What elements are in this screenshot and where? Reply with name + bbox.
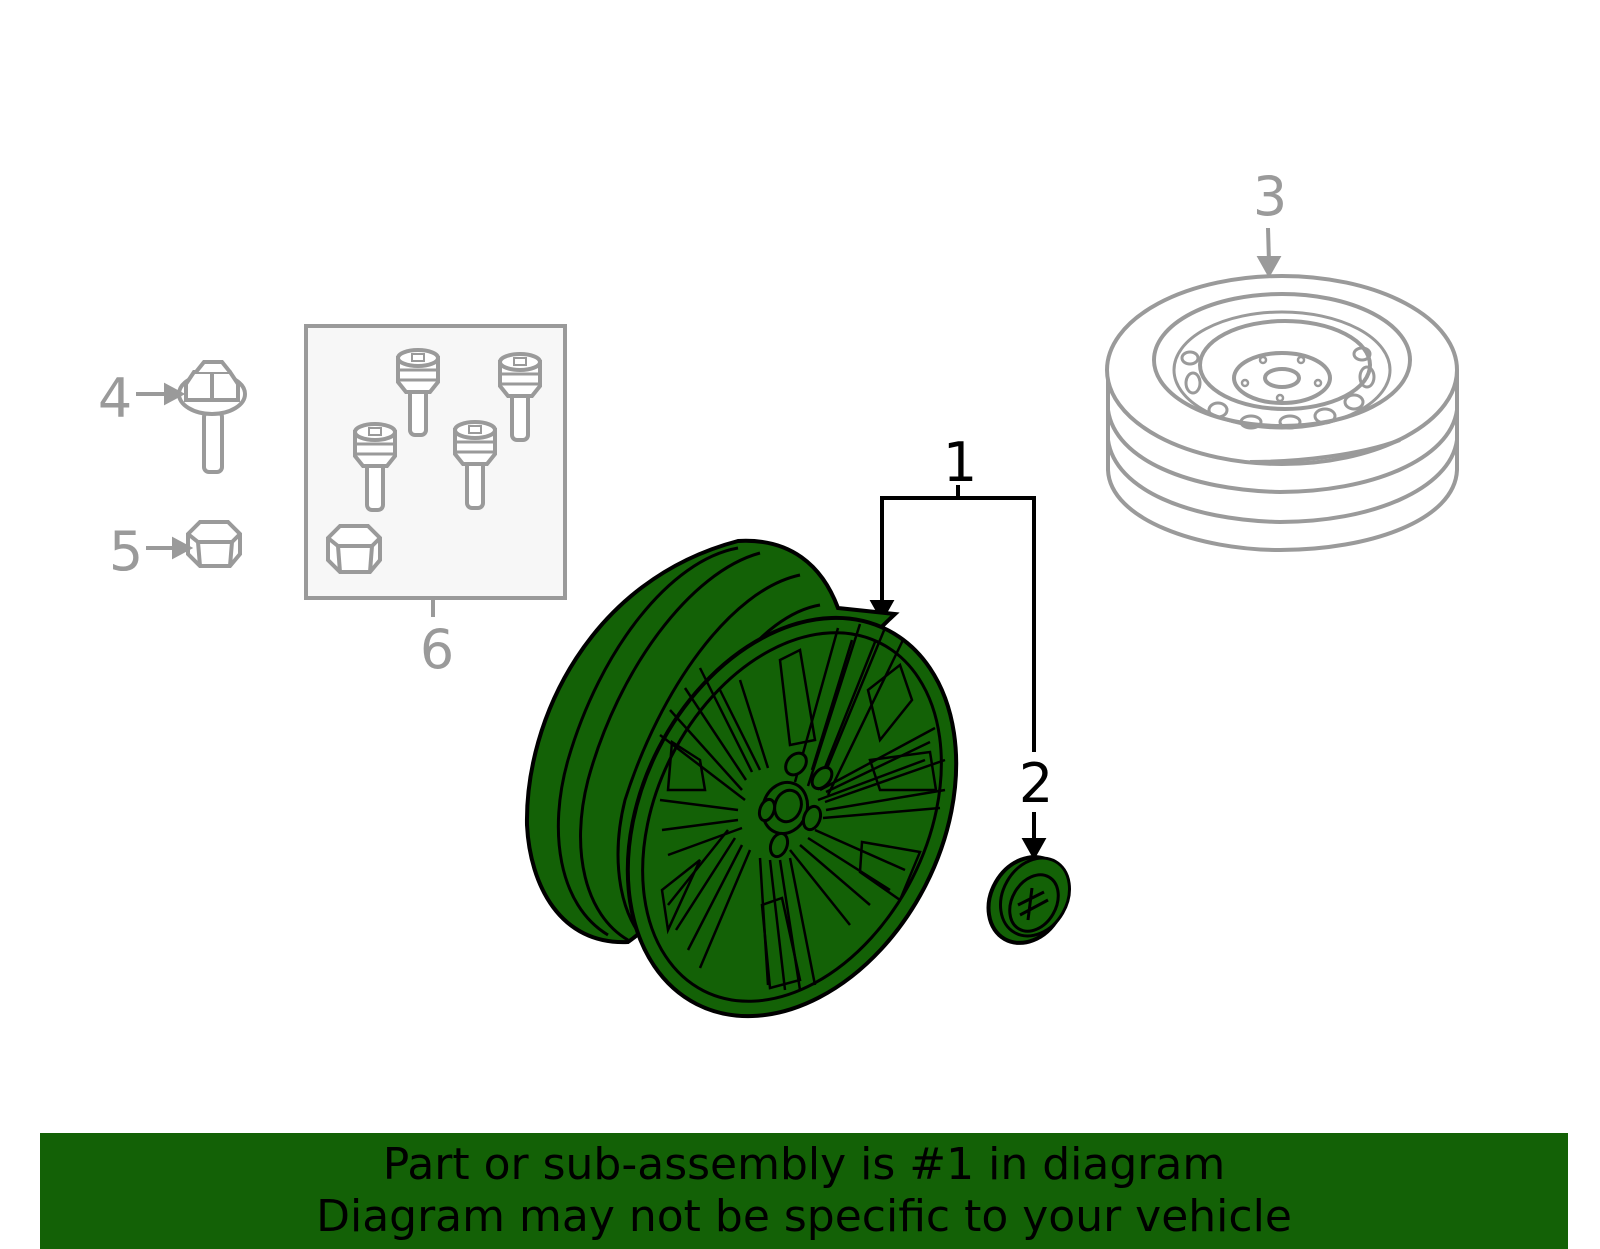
callout-3: 3 — [1253, 165, 1287, 228]
lug-nut-cap-part-5[interactable] — [186, 520, 242, 568]
callout-2: 2 — [1019, 752, 1053, 815]
lock-bolt-c — [353, 422, 397, 512]
callout-arrow-2 — [1021, 812, 1047, 861]
lock-kit-cap — [326, 524, 382, 574]
callout-4: 4 — [98, 367, 132, 430]
info-banner: Part or sub-assembly is #1 in diagram Di… — [40, 1133, 1568, 1249]
spare-wheel-part-3[interactable] — [1105, 274, 1459, 553]
callout-arrow-5 — [146, 536, 194, 560]
center-cap-part-2[interactable] — [973, 843, 1083, 957]
lock-bolt-a — [396, 348, 440, 437]
banner-line-2: Diagram may not be specific to your vehi… — [316, 1191, 1292, 1242]
callout-arrow-4 — [136, 382, 186, 406]
callout-5: 5 — [109, 520, 143, 583]
callout-bracket-1 — [869, 485, 1036, 752]
callout-6: 6 — [420, 618, 454, 681]
callout-1: 1 — [943, 431, 977, 494]
lock-bolt-b — [498, 352, 542, 442]
lock-kit-part-6[interactable] — [304, 324, 567, 617]
lock-bolt-d — [453, 420, 497, 510]
callout-arrow-3 — [1256, 227, 1282, 279]
alloy-wheel-part-1[interactable] — [524, 538, 1021, 1072]
banner-line-1: Part or sub-assembly is #1 in diagram — [382, 1139, 1226, 1190]
wheel-bolt-part-4[interactable] — [177, 360, 247, 474]
